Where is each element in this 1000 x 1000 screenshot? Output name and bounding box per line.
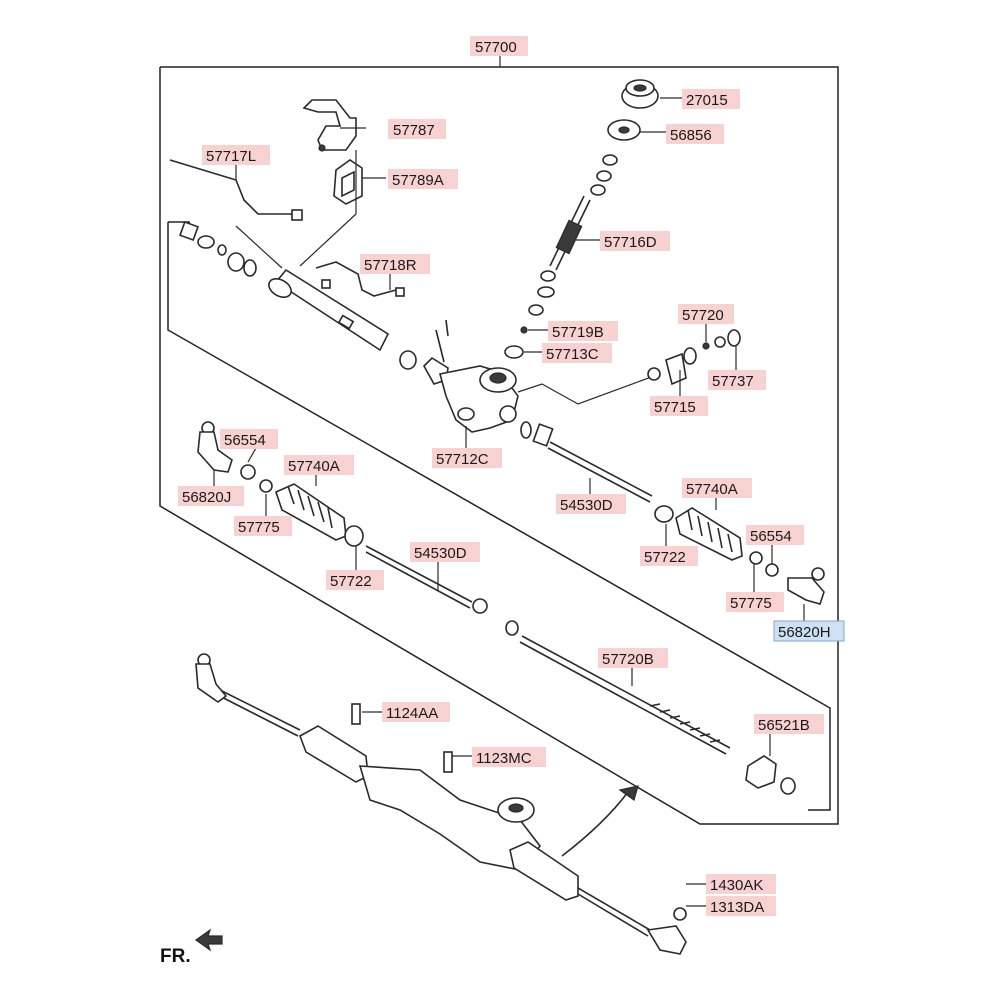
label-1430ak[interactable]: 1430AK	[706, 874, 776, 894]
left-housing-rings	[179, 221, 257, 277]
svg-text:57718R: 57718R	[364, 257, 417, 274]
svg-text:57719B: 57719B	[552, 324, 604, 341]
svg-text:57713C: 57713C	[546, 346, 599, 363]
svg-text:57720B: 57720B	[602, 651, 654, 668]
svg-text:57722: 57722	[330, 573, 372, 590]
label-56554-left[interactable]: 56554	[220, 429, 278, 449]
svg-text:56820J: 56820J	[182, 489, 231, 506]
svg-text:54530D: 54530D	[560, 497, 613, 514]
svg-text:57789A: 57789A	[392, 172, 444, 189]
label-56856[interactable]: 56856	[666, 124, 724, 144]
label-57789a[interactable]: 57789A	[388, 169, 458, 189]
svg-text:57712C: 57712C	[436, 451, 489, 468]
label-57775-left[interactable]: 57775	[234, 516, 292, 536]
gear-body-57712c	[399, 319, 519, 433]
svg-text:57716D: 57716D	[604, 234, 657, 251]
nut-57719b	[520, 326, 528, 334]
label-27015[interactable]: 27015	[682, 89, 740, 109]
label-56820h[interactable]: 56820H	[773, 620, 845, 642]
mounting-bracket-57787	[302, 99, 357, 152]
label-57737[interactable]: 57737	[708, 370, 766, 390]
label-54530d-right[interactable]: 54530D	[556, 494, 626, 514]
svg-text:57740A: 57740A	[686, 481, 738, 498]
rack-bar-54530d-left	[365, 545, 519, 636]
label-57787[interactable]: 57787	[388, 119, 446, 139]
tie-rod-end-56820h	[787, 567, 825, 605]
boot-57740a-right	[675, 507, 743, 561]
svg-text:57717L: 57717L	[206, 148, 256, 165]
svg-text:56554: 56554	[750, 528, 792, 545]
label-1124aa[interactable]: 1124AA	[382, 702, 450, 722]
svg-text:56820H: 56820H	[778, 624, 831, 641]
tie-rod-end-56820j	[197, 421, 233, 473]
rack-bar-54530d-right	[520, 421, 653, 503]
svg-text:57715: 57715	[654, 399, 696, 416]
label-57715[interactable]: 57715	[650, 396, 708, 416]
svg-text:FR.: FR.	[160, 946, 191, 967]
pinion-seal-cap	[621, 79, 659, 109]
mounting-bushing-57789a	[333, 159, 363, 205]
svg-text:56554: 56554	[224, 432, 266, 449]
svg-text:57775: 57775	[238, 519, 280, 536]
label-57716d[interactable]: 57716D	[600, 231, 670, 251]
label-56554-right[interactable]: 56554	[746, 525, 804, 545]
feed-pipe-57718r	[315, 261, 405, 297]
svg-text:1123MC: 1123MC	[476, 750, 532, 767]
feed-pipe-57717l	[169, 159, 303, 221]
svg-text:57787: 57787	[393, 122, 435, 139]
label-57722-left[interactable]: 57722	[326, 570, 384, 590]
svg-text:57720: 57720	[682, 307, 724, 324]
label-56521b[interactable]: 56521B	[754, 714, 824, 734]
clip-57775-left	[259, 479, 273, 493]
label-57712c[interactable]: 57712C	[432, 448, 502, 468]
label-57718r[interactable]: 57718R	[360, 254, 430, 274]
front-marker: FR.	[160, 928, 223, 967]
svg-text:57700: 57700	[475, 39, 517, 56]
rack-housing-tube	[268, 268, 390, 352]
svg-text:56856: 56856	[670, 127, 712, 144]
assembled-steering-gear	[195, 653, 687, 955]
rack-57720b	[519, 635, 731, 755]
label-57713c[interactable]: 57713C	[542, 343, 612, 363]
clip-57775-right	[749, 551, 763, 565]
label-1313da[interactable]: 1313DA	[706, 896, 776, 916]
label-57720b[interactable]: 57720B	[598, 648, 668, 668]
assembly-arrow	[561, 785, 639, 857]
adjuster-57715	[647, 329, 741, 386]
nut-56554-right	[765, 563, 779, 577]
svg-text:57740A: 57740A	[288, 458, 340, 475]
label-57722-right[interactable]: 57722	[640, 546, 698, 566]
label-57700[interactable]: 57700	[470, 36, 528, 56]
nut-56554-left	[240, 464, 256, 480]
label-57719b[interactable]: 57719B	[548, 321, 618, 341]
svg-text:54530D: 54530D	[414, 545, 467, 562]
seal-57713c	[504, 345, 524, 359]
label-1123mc[interactable]: 1123MC	[472, 747, 546, 767]
svg-text:1313DA: 1313DA	[710, 899, 764, 916]
leader-lines	[213, 97, 805, 907]
label-54530d-left[interactable]: 54530D	[410, 542, 480, 562]
label-57740a-left[interactable]: 57740A	[284, 455, 354, 475]
label-56820j[interactable]: 56820J	[178, 486, 244, 506]
label-57740a-right[interactable]: 57740A	[682, 478, 752, 498]
bushing-56521b	[745, 755, 796, 795]
svg-text:56521B: 56521B	[758, 717, 810, 734]
pinion-rings	[590, 154, 618, 196]
label-57717l[interactable]: 57717L	[202, 145, 270, 165]
svg-text:27015: 27015	[686, 92, 728, 109]
clamp-57722-left	[344, 525, 364, 547]
clamp-57722-right	[654, 505, 674, 523]
label-57720[interactable]: 57720	[678, 304, 734, 324]
svg-text:57775: 57775	[730, 595, 772, 612]
label-57775-right[interactable]: 57775	[726, 592, 784, 612]
svg-text:57722: 57722	[644, 549, 686, 566]
pinion-valve-shaft	[528, 195, 591, 316]
svg-text:1430AK: 1430AK	[710, 877, 763, 894]
svg-text:57737: 57737	[712, 373, 754, 390]
svg-text:1124AA: 1124AA	[386, 705, 438, 722]
pinion-dust-seal	[607, 119, 641, 141]
